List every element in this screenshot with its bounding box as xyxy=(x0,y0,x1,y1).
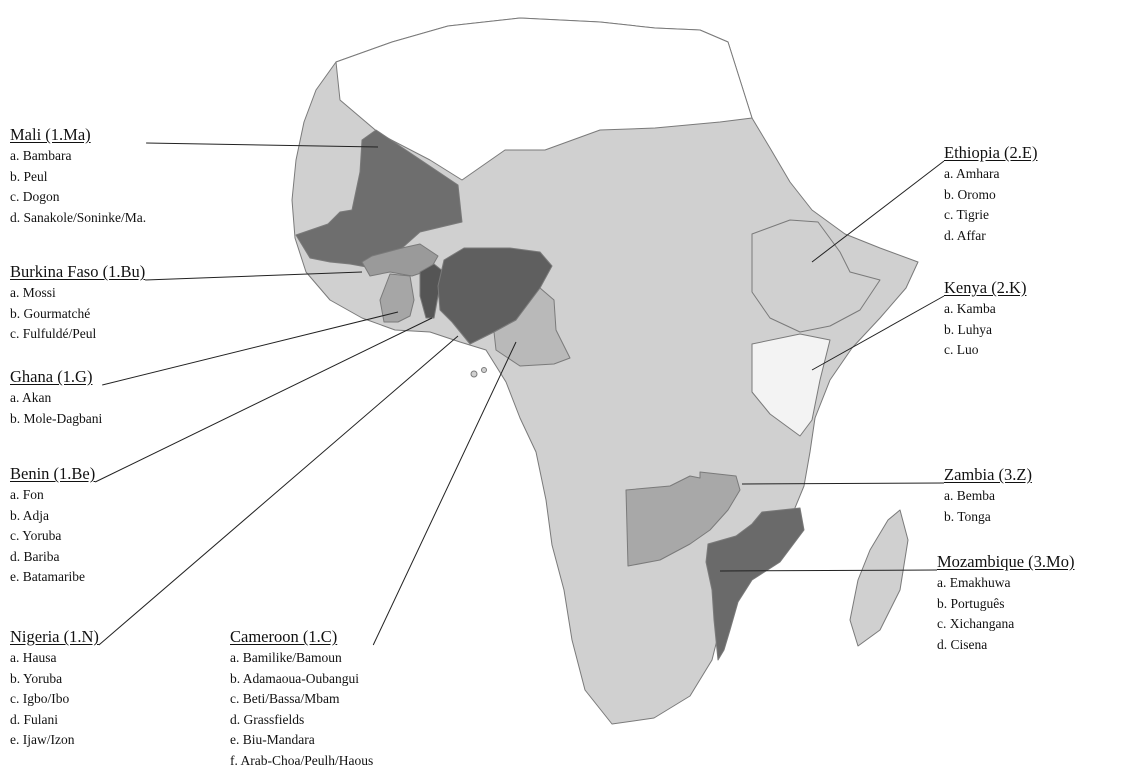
label-title-kenya: Kenya (2.K) xyxy=(944,278,1027,297)
label-item-cameroon-0: a. Bamilike/Bamoun xyxy=(230,650,342,665)
label-nigeria: Nigeria (1.N) a. Hausa b. Yoruba c. Igbo/I… xyxy=(10,627,99,751)
label-item-nigeria-0: a. Hausa xyxy=(10,650,57,665)
label-item-burkina-2: c. Fulfuldé/Peul xyxy=(10,326,97,341)
label-item-cameroon-5: f. Arab-Choa/Peulh/Haous xyxy=(230,752,374,768)
label-items-cameroon: a. Bamilike/Bamoun b. Adamaoua-Oubangui c.… xyxy=(230,648,373,771)
label-item-ethiopia-2: c. Tigrie xyxy=(944,207,990,222)
country-benin xyxy=(419,263,445,319)
leader-line-mozambique xyxy=(719,569,938,572)
leader-line-ethiopia xyxy=(811,160,945,263)
label-title-benin: Benin (1.Be) xyxy=(10,464,96,483)
label-items-mali: a. Bambara b. Peul c. Dogon d. Sanakole/Son… xyxy=(10,146,146,228)
label-item-mali-1: b. Peul xyxy=(10,168,48,184)
label-item-kenya-0: a. Kamba xyxy=(944,301,996,316)
label-item-mozambique-3: d. Cisena xyxy=(937,636,988,652)
label-title-mali: Mali (1.Ma) xyxy=(10,125,91,144)
leader-line-nigeria xyxy=(98,335,459,646)
label-item-mali-0: a. Bambara xyxy=(10,148,72,163)
label-title-mozambique: Mozambique (3.Mo) xyxy=(937,552,1075,571)
leader-line-mali xyxy=(146,142,379,148)
label-item-cameroon-4: e. Biu-Mandara xyxy=(230,732,315,747)
label-kenya: Kenya (2.K) a. Kamba b. Luhya c. Luo xyxy=(944,278,1026,361)
country-zambia xyxy=(625,471,741,567)
label-item-cameroon-3: d. Grassfields xyxy=(230,711,305,727)
label-items-mozambique: a. Emakhuwa b. Português c. Xichangana d. C… xyxy=(937,573,1074,655)
label-ghana: Ghana (1.G) a. Akan b. Mole-Dagbani xyxy=(10,367,102,429)
label-items-burkina-faso: a. Mossi b. Gourmatché c. Fulfuldé/Peul xyxy=(10,283,145,345)
label-item-mozambique-0: a. Emakhuwa xyxy=(937,575,1011,590)
label-title-nigeria: Nigeria (1.N) xyxy=(10,627,99,646)
label-item-benin-2: c. Yoruba xyxy=(10,528,62,543)
label-item-nigeria-1: b. Yoruba xyxy=(10,670,63,686)
label-item-cameroon-1: b. Adamaoua-Oubangui xyxy=(230,670,359,686)
country-kenya xyxy=(751,333,831,437)
country-madagascar xyxy=(849,509,909,647)
label-item-zambia-1: b. Tonga xyxy=(944,508,991,524)
label-title-ethiopia: Ethiopia (2.E) xyxy=(944,143,1038,162)
country-mozambique xyxy=(705,507,805,661)
label-item-ghana-0: a. Akan xyxy=(10,390,52,405)
country-ethiopia xyxy=(751,219,881,333)
label-mali: Mali (1.Ma) a. Bambara b. Peul c. Dogon d. … xyxy=(10,125,146,228)
label-item-ethiopia-3: d. Affar xyxy=(944,227,986,243)
leader-line-zambia xyxy=(741,482,945,485)
label-ethiopia: Ethiopia (2.E) a. Amhara b. Oromo c. Tigri… xyxy=(944,143,1037,246)
label-items-kenya: a. Kamba b. Luhya c. Luo xyxy=(944,299,1026,361)
north-africa xyxy=(335,17,753,181)
label-item-benin-3: d. Bariba xyxy=(10,548,60,564)
leader-line-kenya xyxy=(811,295,945,371)
label-items-ethiopia: a. Amhara b. Oromo c. Tigrie d. Affar xyxy=(944,164,1037,246)
country-ghana xyxy=(379,273,415,323)
leader-line-cameroon xyxy=(372,341,517,646)
label-cameroon: Cameroon (1.C) a. Bamilike/Bamoun b. Adam… xyxy=(230,627,373,771)
label-mozambique: Mozambique (3.Mo) a. Emakhuwa b. Portuguê… xyxy=(937,552,1074,655)
label-item-nigeria-4: e. Ijaw/Izon xyxy=(10,732,75,747)
label-item-nigeria-3: d. Fulani xyxy=(10,711,59,727)
label-item-ethiopia-1: b. Oromo xyxy=(944,186,996,202)
label-item-mali-2: c. Dogon xyxy=(10,189,60,204)
label-item-burkina-0: a. Mossi xyxy=(10,285,56,300)
label-benin: Benin (1.Be) a. Fon b. Adja c. Yoruba d. Ba… xyxy=(10,464,95,588)
label-item-nigeria-2: c. Igbo/Ibo xyxy=(10,691,70,706)
label-title-cameroon: Cameroon (1.C) xyxy=(230,627,338,646)
country-mali xyxy=(295,129,463,269)
label-item-benin-1: b. Adja xyxy=(10,507,49,523)
label-title-burkina-faso: Burkina Faso (1.Bu) xyxy=(10,262,146,281)
label-items-zambia: a. Bemba b. Tonga xyxy=(944,486,1032,527)
label-item-ghana-1: b. Mole-Dagbani xyxy=(10,410,103,426)
label-zambia: Zambia (3.Z) a. Bemba b. Tonga xyxy=(944,465,1032,527)
label-item-kenya-2: c. Luo xyxy=(944,342,979,357)
label-item-kenya-1: b. Luhya xyxy=(944,321,992,337)
country-burkina-faso xyxy=(361,243,439,277)
label-items-ghana: a. Akan b. Mole-Dagbani xyxy=(10,388,102,429)
island-bioko xyxy=(470,370,478,378)
label-item-benin-0: a. Fon xyxy=(10,487,44,502)
label-item-mozambique-2: c. Xichangana xyxy=(937,616,1015,631)
label-title-ghana: Ghana (1.G) xyxy=(10,367,93,386)
island-sao-tome xyxy=(481,367,487,373)
label-item-mozambique-1: b. Português xyxy=(937,595,1005,611)
label-items-benin: a. Fon b. Adja c. Yoruba d. Bariba e. Batama… xyxy=(10,485,95,588)
leader-line-burkina xyxy=(145,271,363,281)
label-title-zambia: Zambia (3.Z) xyxy=(944,465,1032,484)
label-item-zambia-0: a. Bemba xyxy=(944,488,995,503)
country-cameroon xyxy=(493,287,571,367)
leader-line-ghana xyxy=(102,311,399,386)
label-item-cameroon-2: c. Beti/Bassa/Mbam xyxy=(230,691,340,706)
label-item-burkina-1: b. Gourmatché xyxy=(10,305,91,321)
label-burkina-faso: Burkina Faso (1.Bu) a. Mossi b. Gourmatch… xyxy=(10,262,145,345)
leader-line-benin xyxy=(95,317,433,483)
label-item-ethiopia-0: a. Amhara xyxy=(944,166,1000,181)
label-items-nigeria: a. Hausa b. Yoruba c. Igbo/Ibo d. Fulani e. … xyxy=(10,648,99,751)
label-item-benin-4: e. Batamaribe xyxy=(10,569,85,584)
label-item-mali-3: d. Sanakole/Soninke/Ma. xyxy=(10,209,147,225)
